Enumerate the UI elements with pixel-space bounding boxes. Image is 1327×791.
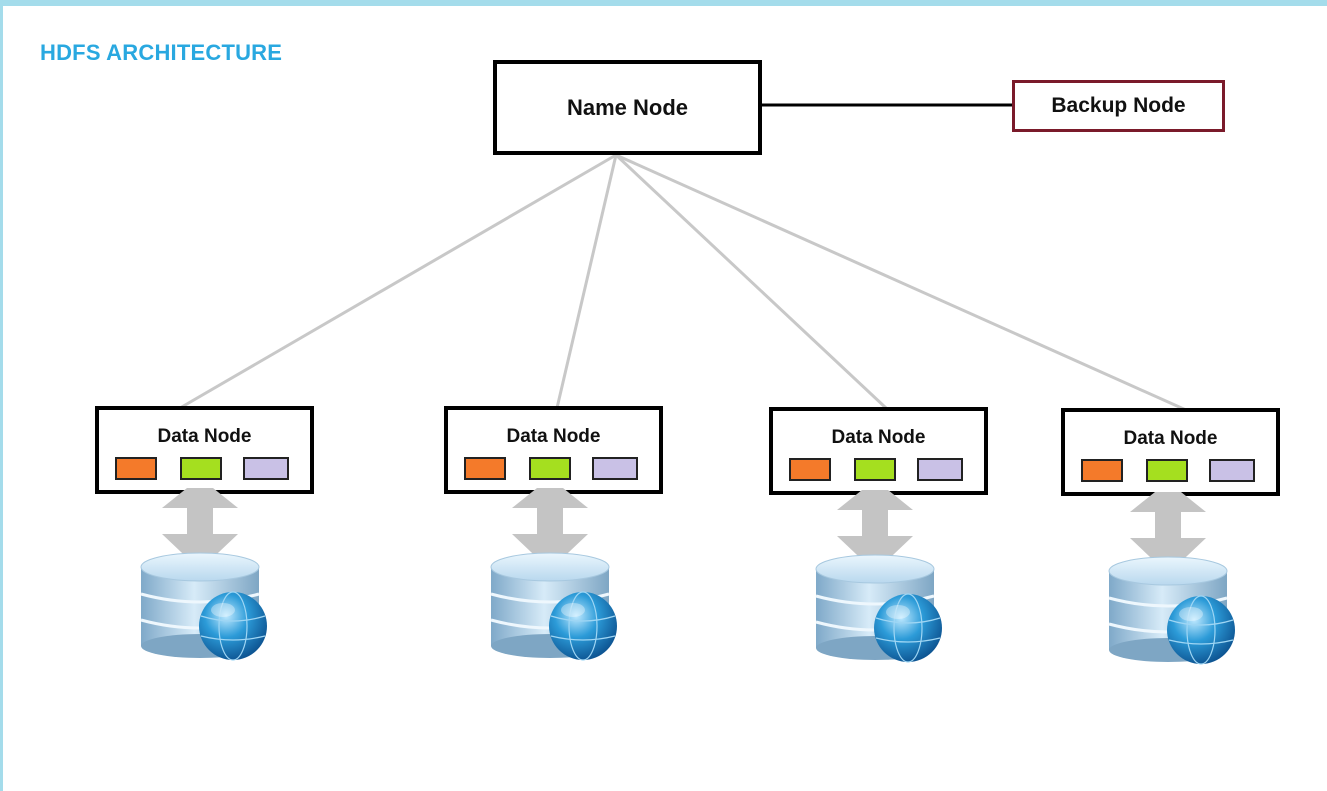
data-node-4: Data Node — [1061, 408, 1280, 496]
storage-unit-3 — [815, 490, 942, 663]
database-globe-icon — [490, 552, 617, 661]
data-node-2: Data Node — [444, 406, 663, 494]
data-block-lavender — [243, 457, 289, 480]
data-node-label: Data Node — [831, 427, 926, 448]
data-block-green — [1146, 459, 1188, 482]
link-name-node-to-data-node-2 — [555, 154, 618, 409]
data-block-green — [854, 458, 896, 481]
database-globe-icon — [1108, 556, 1235, 665]
database-globe-icon — [140, 552, 267, 661]
data-block-lavender — [1209, 459, 1255, 482]
data-block-lavender — [592, 457, 638, 480]
data-block-green — [180, 457, 222, 480]
backup-node-label: Backup Node — [1051, 94, 1186, 117]
data-block-orange — [789, 458, 831, 481]
data-block-orange — [464, 457, 506, 480]
storage-unit-2 — [490, 488, 617, 661]
double-arrow-icon — [162, 488, 238, 570]
data-block-orange — [115, 457, 157, 480]
data-block-orange — [1081, 459, 1123, 482]
name-node-label: Name Node — [566, 94, 689, 120]
data-block-green — [529, 457, 571, 480]
data-node-label: Data Node — [157, 426, 252, 447]
diagram-title: HDFS ARCHITECTURE — [40, 40, 283, 65]
data-node-3: Data Node — [769, 407, 988, 495]
storage-unit-4 — [1108, 492, 1235, 665]
data-node-1: Data Node — [95, 406, 314, 494]
backup-node: Backup Node — [1012, 80, 1225, 132]
name-node: Name Node — [493, 60, 762, 155]
double-arrow-icon — [512, 488, 588, 570]
data-node-label: Data Node — [506, 426, 601, 447]
double-arrow-icon — [1130, 492, 1206, 574]
database-globe-icon — [815, 554, 942, 663]
link-name-node-to-data-node-3 — [614, 153, 888, 410]
link-name-node-to-data-node-4 — [615, 153, 1187, 412]
storage-unit-1 — [140, 488, 267, 661]
data-block-lavender — [917, 458, 963, 481]
double-arrow-icon — [837, 490, 913, 572]
data-node-label: Data Node — [1123, 428, 1218, 449]
link-name-node-to-data-node-1 — [179, 153, 617, 410]
